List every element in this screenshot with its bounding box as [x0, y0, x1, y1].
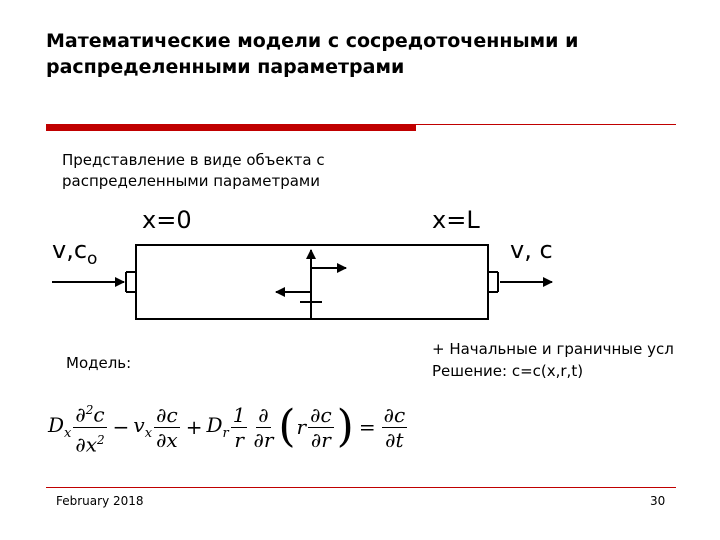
outlet-sep: ,: [524, 236, 532, 264]
pipe-body: [135, 244, 489, 320]
eq-frac-1-r: 1 r: [230, 402, 248, 452]
notes-line-2: Решение: c=c(x,r,t): [432, 362, 584, 380]
eq-r: r: [296, 415, 307, 440]
eq-frac-d2c-dx2: ∂2c ∂x2: [73, 398, 107, 456]
eq-Dr: Dr: [206, 413, 229, 442]
notes: + Начальные и граничные усл Решение: c=c…: [432, 338, 720, 382]
label-xL: x=L: [432, 206, 480, 234]
eq-frac-dc-dt: ∂c ∂t: [381, 402, 408, 452]
inlet-v: v: [52, 236, 67, 264]
footer-divider: [46, 487, 676, 488]
eq-frac-d-dr: ∂ ∂r: [253, 402, 274, 452]
outlet-v: v: [510, 236, 525, 264]
section-subtitle: Представление в виде объекта с распредел…: [62, 151, 325, 190]
title-underline-thin: [416, 124, 676, 125]
eq-equals: =: [358, 415, 376, 440]
equation: Dx ∂2c ∂x2 − vx ∂c ∂x + Dr 1 r ∂ ∂r ( r …: [48, 398, 409, 456]
eq-paren-open: (: [278, 401, 296, 453]
eq-vx: vx: [133, 413, 153, 442]
eq-frac-dc-dx: ∂c ∂x: [154, 402, 180, 452]
label-inlet: v,co: [52, 236, 97, 269]
eq-minus: −: [112, 415, 130, 440]
label-x0: x=0: [142, 206, 192, 234]
inlet-sub: o: [87, 248, 98, 269]
outlet-c: c: [539, 236, 553, 264]
inlet-sep: ,: [66, 236, 74, 264]
eq-paren-close: ): [336, 401, 354, 453]
notes-line-1: + Начальные и граничные усл: [432, 340, 674, 358]
label-outlet: v, c: [510, 236, 553, 264]
eq-frac-dc-dr: ∂c ∂r: [308, 402, 334, 452]
slide-title: Математические модели с сосредоточенными…: [46, 30, 579, 78]
page-number: 30: [650, 494, 666, 508]
eq-D1: Dx: [48, 413, 72, 442]
inlet-c: c: [73, 236, 88, 264]
model-label: Модель:: [66, 354, 132, 372]
eq-plus: +: [185, 415, 203, 440]
footer-date: February 2018: [56, 494, 144, 508]
title-underline-thick: [46, 124, 416, 131]
